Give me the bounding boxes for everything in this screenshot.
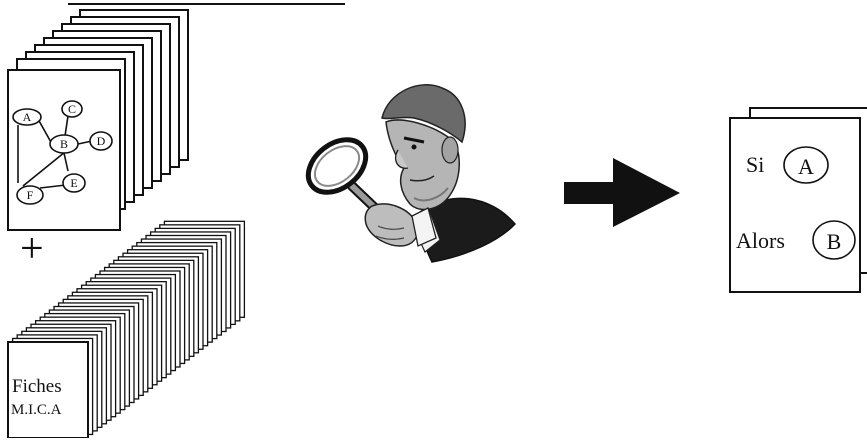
rule-if-node-label: A — [798, 154, 814, 179]
graph-node-c-label: C — [68, 102, 76, 116]
graph-node-b-label: B — [60, 137, 68, 151]
plus-sign: + — [20, 226, 44, 272]
rule-if-label: Si — [746, 152, 764, 177]
rule-then-label: Alors — [736, 228, 785, 253]
graph-node-f-label: F — [27, 188, 34, 202]
graph-node-e-label: E — [70, 176, 77, 190]
mica-label-line2: M.I.C.A — [11, 402, 62, 418]
graph-node-d-label: D — [97, 134, 106, 148]
rule-page — [730, 108, 867, 292]
detective-with-magnifier-icon — [298, 85, 515, 262]
graph-node-a-label: A — [23, 110, 32, 124]
rule-then-node-label: B — [827, 229, 842, 254]
arrow-right-icon — [564, 158, 680, 227]
mica-label-line1: Fiches — [12, 376, 62, 397]
